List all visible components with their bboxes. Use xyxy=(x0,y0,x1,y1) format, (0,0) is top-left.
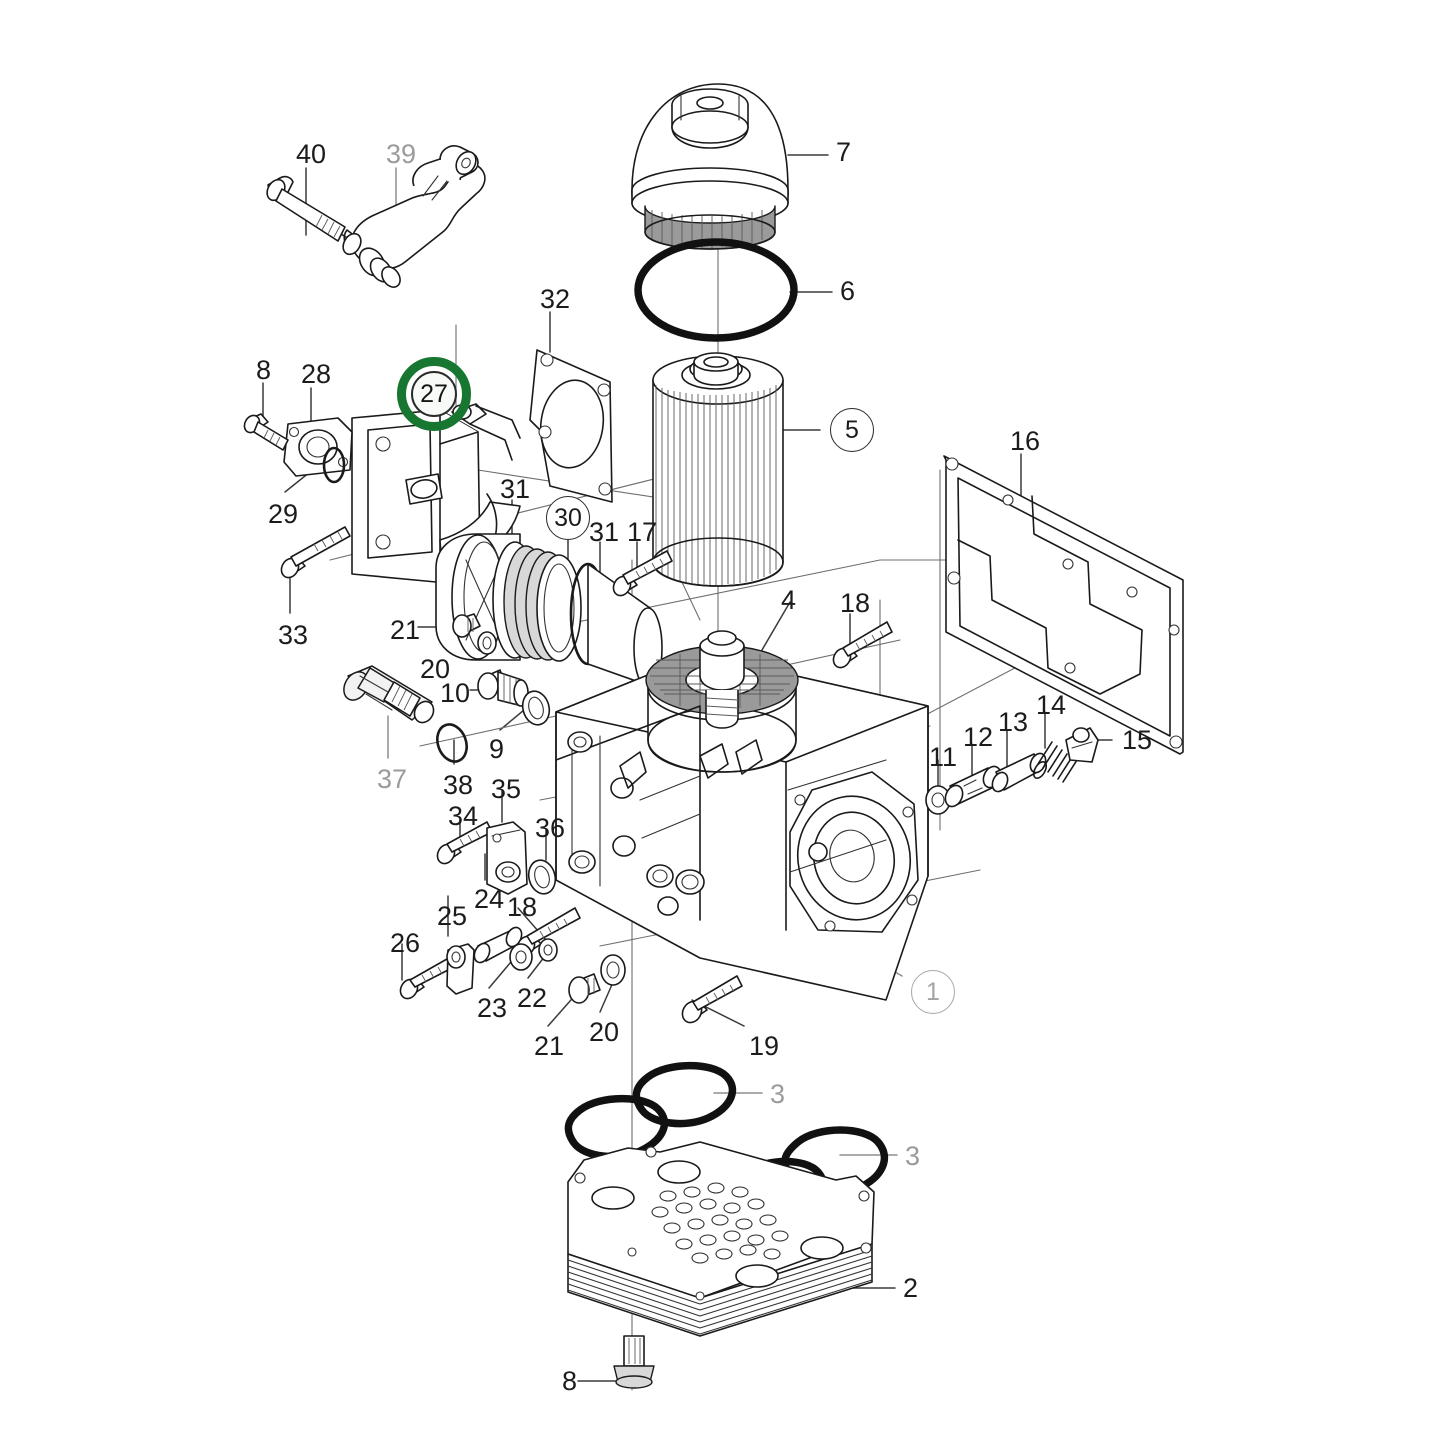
callout-28: 28 xyxy=(301,359,332,389)
part-22-sealing-ring xyxy=(538,938,558,962)
callout-19: 19 xyxy=(749,1031,780,1061)
callout-7: 7 xyxy=(836,137,852,167)
callout-27-highlighted[interactable]: 27 xyxy=(397,357,471,431)
callout-24: 24 xyxy=(474,884,505,914)
callout-36: 36 xyxy=(535,813,566,843)
part-13-valve-sleeve xyxy=(991,752,1047,793)
callout-11: 11 xyxy=(929,742,958,772)
part-8-flange-bolt-top xyxy=(243,413,289,451)
part-24-spacer-sleeve xyxy=(473,926,523,964)
part-40-banjo-bolt xyxy=(266,175,362,256)
callout-34: 34 xyxy=(448,801,479,831)
callout-13: 13 xyxy=(998,707,1029,737)
part-37-oil-pressure-sensor xyxy=(343,665,435,724)
part-1-oil-filter-housing xyxy=(555,630,929,1001)
callout-10: 10 xyxy=(440,678,471,708)
part-18-hex-bolt-upper xyxy=(832,621,893,669)
callout-2: 2 xyxy=(903,1273,919,1303)
part-21-banjo-bolt-bottom xyxy=(568,973,601,1004)
callout-16: 16 xyxy=(1010,426,1041,456)
callout-31-left: 31 xyxy=(500,474,531,504)
part-35-sensor-bracket xyxy=(486,821,528,895)
part-36-sealing-ring xyxy=(527,859,557,895)
callout-8-top: 8 xyxy=(256,355,272,385)
part-5-filter-element xyxy=(652,352,784,587)
part-15-valve-retainer xyxy=(1065,727,1099,763)
callout-37: 37 xyxy=(377,764,408,794)
part-39-oil-pipe xyxy=(343,145,486,288)
callout-12: 12 xyxy=(963,722,994,752)
callout-20-lower: 20 xyxy=(589,1017,620,1047)
callout-35: 35 xyxy=(491,774,522,804)
callout-32: 32 xyxy=(540,284,571,314)
callout-33: 33 xyxy=(278,620,309,650)
callout-23: 23 xyxy=(477,993,508,1023)
callout-21-upper: 21 xyxy=(390,615,421,645)
part-19-hex-bolt xyxy=(681,975,743,1024)
part-21-banjo-bolt-left xyxy=(452,613,481,638)
callout-5: 5 xyxy=(830,408,874,452)
part-10-screw-plug xyxy=(477,669,529,707)
part-7-filter-cap xyxy=(631,83,789,250)
callout-18-upper: 18 xyxy=(840,588,871,618)
callout-27-value: 27 xyxy=(411,371,457,417)
part-20-sealing-ring-left xyxy=(477,631,497,655)
highlight-ring xyxy=(397,357,471,431)
part-8-flange-bolt-bottom xyxy=(613,1335,655,1389)
callout-30: 30 xyxy=(546,496,590,540)
callout-40: 40 xyxy=(296,139,327,169)
callout-20-upper: 20 xyxy=(420,654,451,684)
part-29-cover-seal xyxy=(322,446,346,484)
part-26-hex-bolt xyxy=(399,958,453,1000)
part-6-o-ring xyxy=(634,238,798,342)
callout-8-bottom: 8 xyxy=(562,1366,578,1396)
callout-3-lower: 3 xyxy=(905,1141,921,1171)
callout-3-upper: 3 xyxy=(770,1079,786,1109)
part-16-housing-gasket xyxy=(943,455,1184,755)
part-34-hex-bolt xyxy=(436,821,493,865)
callout-15: 15 xyxy=(1122,725,1153,755)
part-33-hex-bolt xyxy=(280,526,351,579)
part-17-hex-bolt xyxy=(612,550,673,597)
part-32-flange-gasket xyxy=(529,349,613,503)
callout-31-right: 31 xyxy=(589,517,620,547)
callout-22: 22 xyxy=(517,983,548,1013)
part-25-bracket-clip xyxy=(446,943,475,995)
callout-39: 39 xyxy=(386,139,417,169)
callout-25: 25 xyxy=(437,901,468,931)
part-28-cover-plate xyxy=(283,417,353,477)
part-4-spring-valve-assembly xyxy=(645,630,799,729)
callout-21-lower: 21 xyxy=(534,1031,565,1061)
part-20-sealing-ring-bottom xyxy=(600,954,626,986)
callout-29: 29 xyxy=(268,499,299,529)
callout-14: 14 xyxy=(1036,690,1067,720)
callout-9: 9 xyxy=(489,734,505,764)
part-38-o-ring xyxy=(436,723,468,763)
callout-1: 1 xyxy=(911,970,955,1014)
part-2-oil-cooler-core xyxy=(567,1141,875,1337)
part-9-sealing-washer xyxy=(521,690,551,726)
callout-4: 4 xyxy=(781,585,797,615)
part-23-union-nut xyxy=(509,943,533,971)
callout-26: 26 xyxy=(390,928,421,958)
callout-17: 17 xyxy=(627,517,658,547)
part-30-31-sealing-rings xyxy=(435,533,663,689)
callout-6: 6 xyxy=(840,276,856,306)
callout-38: 38 xyxy=(443,770,474,800)
callout-18-lower: 18 xyxy=(507,892,538,922)
